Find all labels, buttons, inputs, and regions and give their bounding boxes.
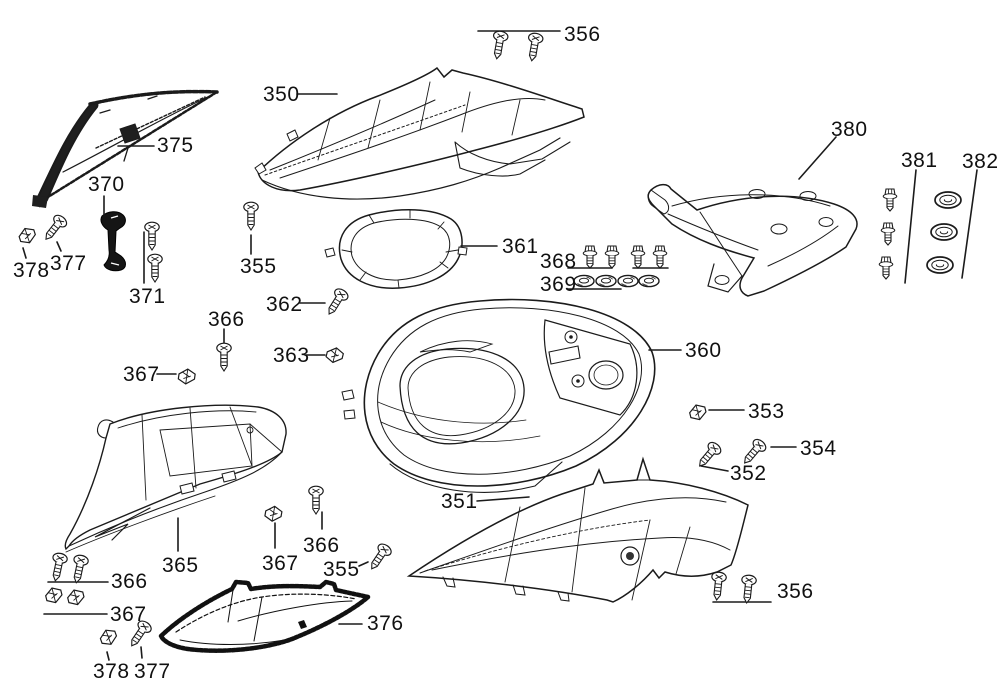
clip-nut-icon xyxy=(65,587,86,608)
bolt-icon xyxy=(604,245,620,269)
part-376-lower-cover-drawing xyxy=(158,579,371,653)
part-label-355-bottom: 355 xyxy=(323,558,360,581)
leader-lines xyxy=(22,30,978,661)
part-361-seat-drawing xyxy=(324,209,468,289)
screw-icon xyxy=(144,221,160,251)
part-label-368: 368 xyxy=(540,250,577,273)
screw-icon xyxy=(738,573,758,605)
screw-icon xyxy=(243,201,259,231)
grommet-icon xyxy=(930,223,958,241)
part-label-366-mid: 366 xyxy=(303,534,340,557)
part-label-377-top: 377 xyxy=(50,252,87,275)
part-380-rear-carrier-drawing xyxy=(647,183,858,297)
screw-icon xyxy=(365,541,394,574)
part-label-356-bottom: 356 xyxy=(777,580,814,603)
screw-icon xyxy=(216,342,232,372)
screw-icon xyxy=(693,439,724,472)
clip-nut-icon xyxy=(324,345,345,365)
part-label-370: 370 xyxy=(88,173,125,196)
screw-icon xyxy=(322,286,351,319)
part-label-367-bottomleft: 367 xyxy=(110,603,147,626)
bolt-icon xyxy=(878,256,894,280)
part-label-369: 369 xyxy=(540,273,577,296)
clip-nut-icon xyxy=(687,402,708,423)
screw-icon xyxy=(68,553,90,585)
part-label-352: 352 xyxy=(730,462,767,485)
bolt-icon xyxy=(582,245,598,269)
part-350-top-cover-drawing xyxy=(254,66,585,200)
screw-icon xyxy=(708,570,728,602)
clip-nut-icon xyxy=(16,225,38,246)
part-370-bracket-drawing xyxy=(100,211,126,272)
part-label-378-bottom: 378 xyxy=(93,660,130,683)
clip-nut-icon xyxy=(177,367,197,386)
part-375-front-trim-drawing xyxy=(32,89,219,208)
screw-icon xyxy=(39,212,70,245)
grommet-icon xyxy=(934,191,962,209)
part-label-355-left: 355 xyxy=(240,255,277,278)
part-label-371: 371 xyxy=(129,285,166,308)
part-label-354: 354 xyxy=(800,437,837,460)
part-label-353: 353 xyxy=(748,400,785,423)
washer-icon xyxy=(595,274,617,288)
part-label-376: 376 xyxy=(367,612,404,635)
screw-icon xyxy=(308,485,324,515)
screw-icon xyxy=(147,253,163,283)
grommet-icon xyxy=(926,256,954,274)
bolt-icon xyxy=(630,245,646,269)
part-label-363: 363 xyxy=(273,344,310,367)
part-label-381: 381 xyxy=(901,149,938,172)
part-label-377-bottom: 377 xyxy=(134,660,171,683)
bolt-icon xyxy=(882,188,898,212)
bolt-icon xyxy=(652,245,668,269)
clip-nut-icon xyxy=(97,626,120,648)
screw-icon xyxy=(47,551,69,583)
part-365-left-side-cover-drawing xyxy=(64,404,287,553)
part-label-365: 365 xyxy=(162,554,199,577)
part-360-storage-box-drawing xyxy=(341,298,656,493)
part-label-350: 350 xyxy=(263,83,300,106)
bolt-icon xyxy=(880,222,896,246)
part-label-362: 362 xyxy=(266,293,303,316)
screw-icon xyxy=(489,29,510,61)
part-label-380: 380 xyxy=(831,118,868,141)
part-label-351: 351 xyxy=(441,490,478,513)
part-label-366-bottomleft: 366 xyxy=(111,570,148,593)
part-label-366-center: 366 xyxy=(208,308,245,331)
screw-icon xyxy=(524,31,545,63)
clip-nut-icon xyxy=(263,504,284,524)
washer-icon xyxy=(617,274,639,288)
part-label-356-top: 356 xyxy=(564,23,601,46)
part-label-360: 360 xyxy=(685,339,722,362)
part-label-382: 382 xyxy=(962,150,999,173)
part-351-right-side-cover-drawing xyxy=(406,456,749,603)
clip-nut-icon xyxy=(43,585,64,606)
part-label-375: 375 xyxy=(157,134,194,157)
part-label-361: 361 xyxy=(502,235,539,258)
part-label-378-top: 378 xyxy=(13,259,50,282)
part-label-367-mid: 367 xyxy=(262,552,299,575)
washer-icon xyxy=(573,274,595,288)
washer-icon xyxy=(638,274,660,288)
part-label-367-left: 367 xyxy=(123,363,160,386)
